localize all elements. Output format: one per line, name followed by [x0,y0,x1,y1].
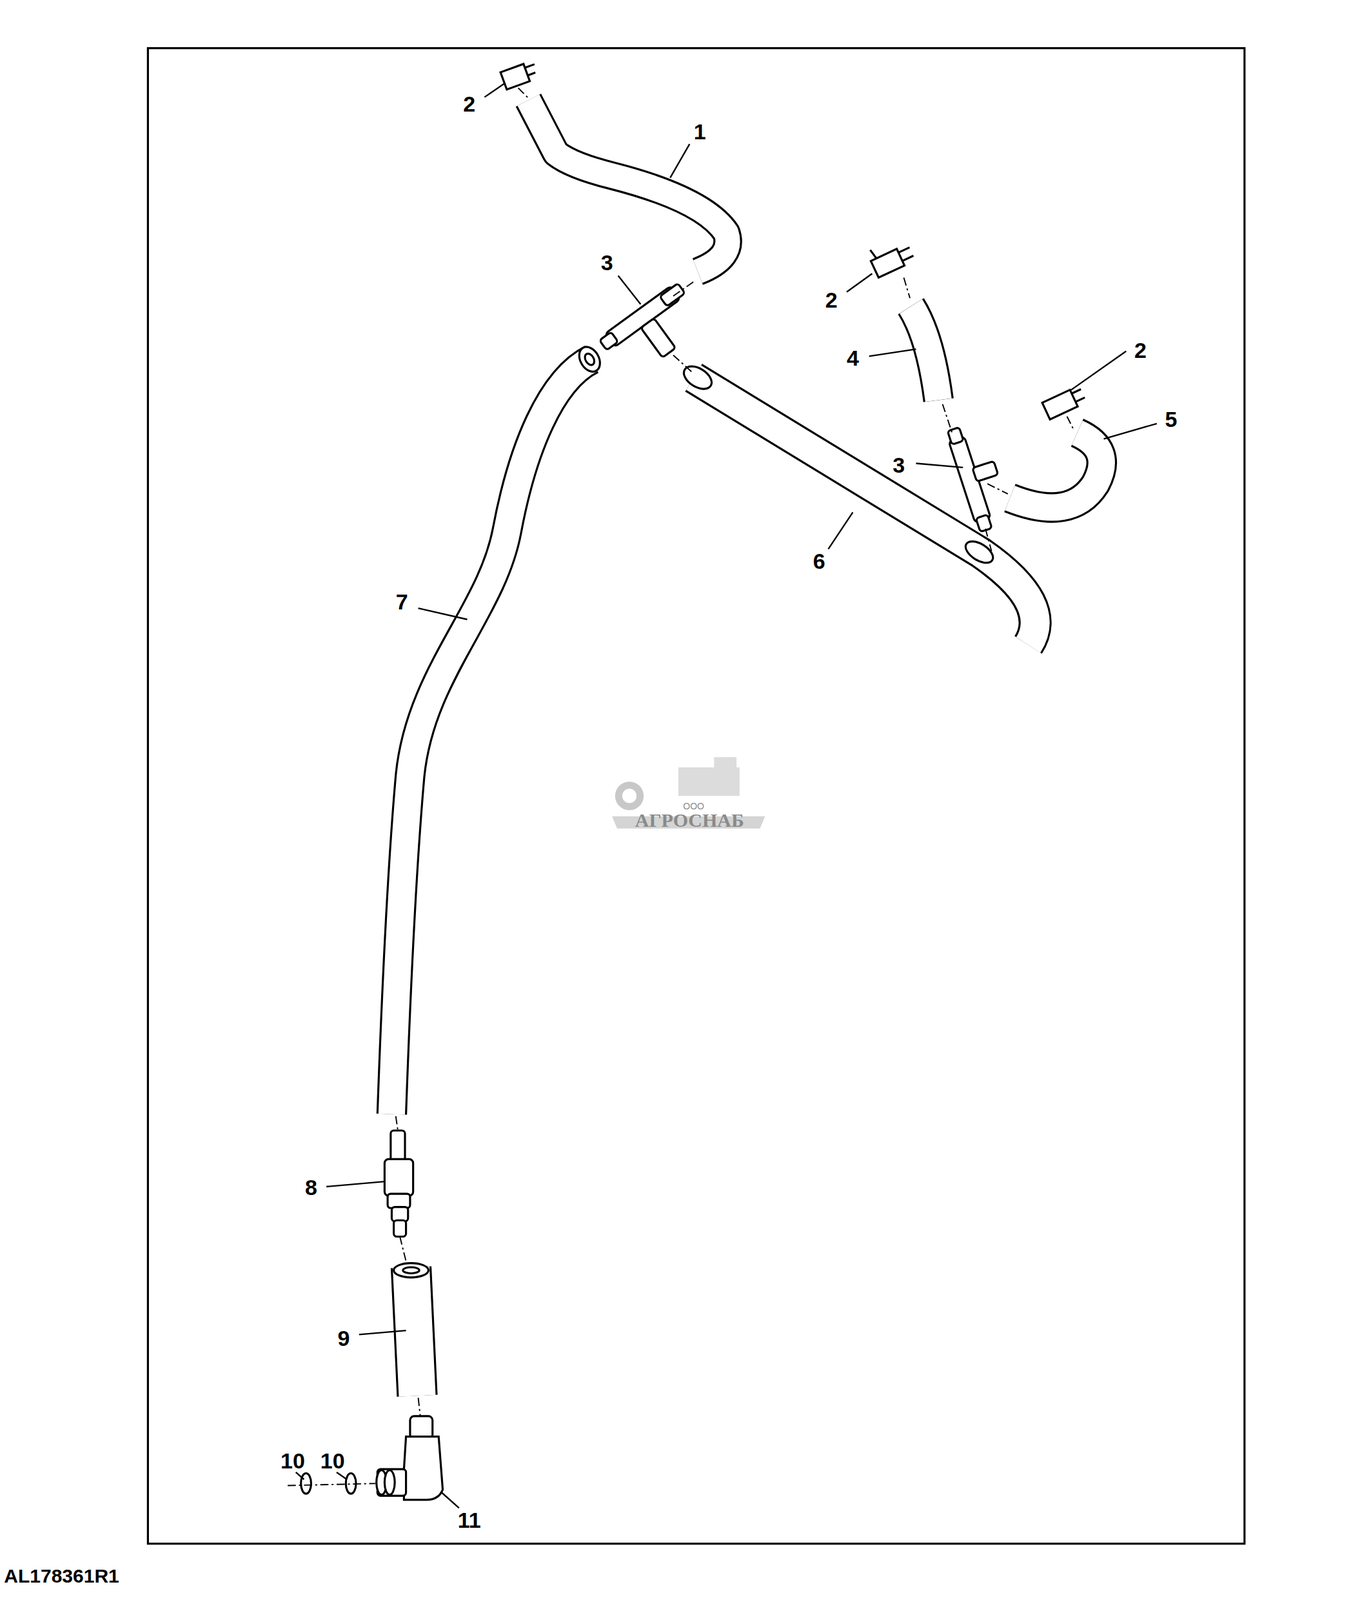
leader-lines [295,83,1157,1508]
callout-number: 7 [395,590,409,613]
callout-number: 1 [693,120,707,143]
callout-number: 2 [1134,339,1147,362]
callout-number: 10 [280,1449,306,1472]
inline-fitting [384,1130,413,1237]
watermark-text: АГРОСНАБ [635,810,745,830]
nozzle-connectors [500,60,1087,420]
center-lines [287,87,1074,1486]
callout-number: 2 [825,288,838,311]
watermark-text: ООО [682,801,705,811]
callout-number: 3 [892,453,905,476]
callout-number: 11 [457,1509,482,1531]
callout-number: 2 [463,92,476,115]
callout-number: 8 [305,1176,318,1199]
callout-number: 9 [337,1327,351,1350]
callout-number: 6 [813,550,826,573]
callout-number: 10 [320,1449,346,1472]
hoses [391,99,1102,1396]
drawing-frame [147,48,1244,1544]
callout-number: 4 [846,346,859,369]
o-rings [301,1473,356,1495]
elbow-fitting [376,1416,444,1500]
callout-number: 3 [601,251,614,274]
tee-fittings [598,281,1014,533]
callout-number: 5 [1164,408,1177,431]
figure-id: AL178361R1 [3,1566,119,1586]
hose-ends [394,343,997,1278]
